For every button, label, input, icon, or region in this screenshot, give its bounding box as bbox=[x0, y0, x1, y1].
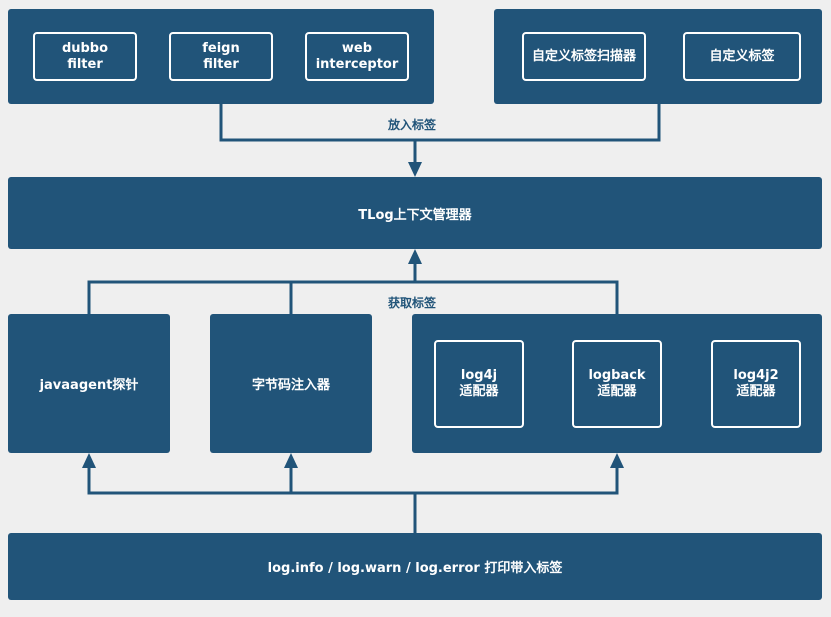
log4j-adapter-box: log4j 适配器 bbox=[434, 340, 524, 428]
dubbo-filter-line1: dubbo bbox=[61, 40, 109, 56]
log4j-adapter-line1: log4j bbox=[460, 368, 498, 383]
javaagent-block: javaagent探针 bbox=[8, 314, 170, 453]
javaagent-label: javaagent探针 bbox=[39, 378, 139, 393]
dubbo-filter-line2: filter bbox=[67, 56, 103, 72]
custom-tag-box: 自定义标签 bbox=[683, 32, 801, 81]
log4j-adapter-line2: 适配器 bbox=[459, 384, 499, 399]
custom-tag-label: 自定义标签 bbox=[709, 48, 775, 64]
arrow-up-to-adapters bbox=[610, 453, 624, 468]
top-left-group: dubbo filter feign filter web intercepto… bbox=[8, 9, 434, 104]
log4j2-adapter-line2: 适配器 bbox=[736, 384, 776, 399]
feign-filter-line2: filter bbox=[203, 56, 239, 72]
log-print-label: log.info / log.warn / log.error 打印带入标签 bbox=[267, 561, 563, 576]
log4j2-adapter-line1: log4j2 bbox=[733, 368, 779, 383]
tag-scanner-box: 自定义标签扫描器 bbox=[522, 32, 646, 81]
web-interceptor-line1: web bbox=[341, 40, 373, 56]
logback-adapter-line1: logback bbox=[588, 368, 646, 383]
web-interceptor-box: web interceptor bbox=[305, 32, 409, 81]
put-tag-label: 放入标签 bbox=[388, 118, 437, 132]
log-print-bar: log.info / log.warn / log.error 打印带入标签 bbox=[8, 533, 822, 600]
arrow-up-to-context bbox=[408, 249, 422, 264]
context-manager: TLog上下文管理器 bbox=[8, 177, 822, 249]
arrow-down-to-context bbox=[408, 162, 422, 177]
dubbo-filter-box: dubbo filter bbox=[33, 32, 137, 81]
top-right-group: 自定义标签扫描器 自定义标签 bbox=[494, 9, 822, 104]
context-manager-label: TLog上下文管理器 bbox=[358, 207, 472, 223]
get-tag-label: 获取标签 bbox=[388, 296, 437, 310]
log4j2-adapter-box: log4j2 适配器 bbox=[711, 340, 801, 428]
feign-filter-line1: feign bbox=[202, 40, 240, 56]
arrow-up-to-javaagent bbox=[82, 453, 96, 468]
adapters-group: log4j 适配器 logback 适配器 log4j2 适配器 bbox=[412, 314, 822, 453]
arrow-up-to-bytecode bbox=[284, 453, 298, 468]
bytecode-injector-block: 字节码注入器 bbox=[210, 314, 372, 453]
logback-adapter-line2: 适配器 bbox=[597, 384, 637, 399]
feign-filter-box: feign filter bbox=[169, 32, 273, 81]
bytecode-injector-label: 字节码注入器 bbox=[251, 378, 330, 393]
tag-scanner-label: 自定义标签扫描器 bbox=[531, 48, 636, 64]
logback-adapter-box: logback 适配器 bbox=[572, 340, 662, 428]
web-interceptor-line2: interceptor bbox=[315, 56, 399, 72]
